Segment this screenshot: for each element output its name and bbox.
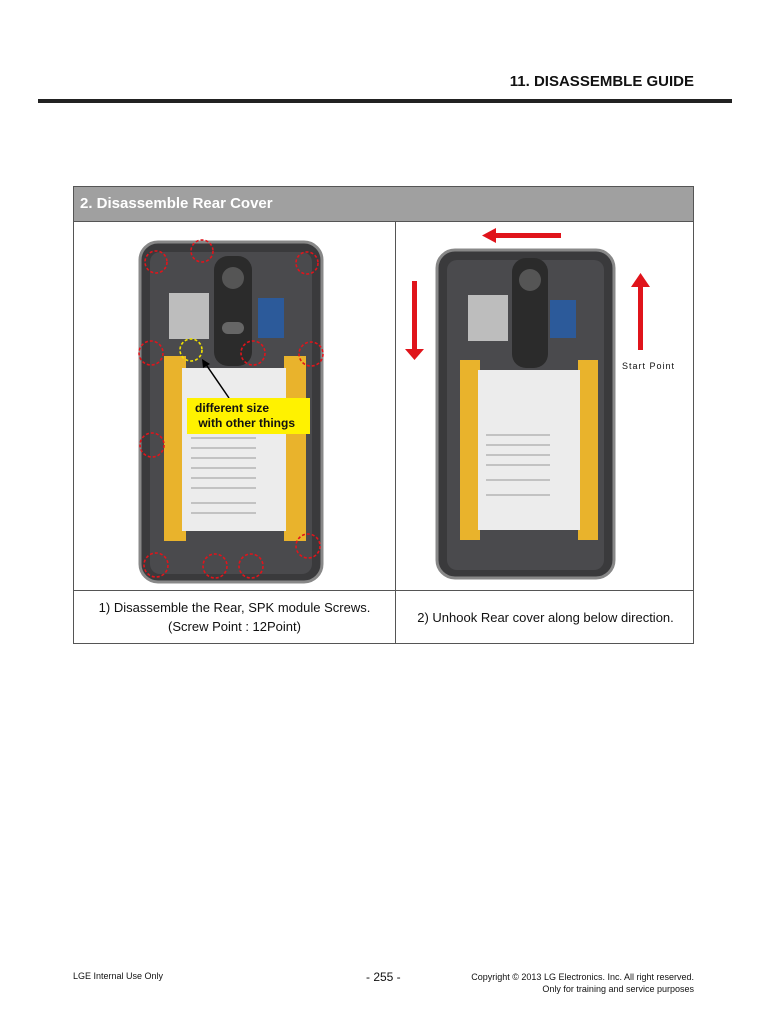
disassembly-table: 2. Disassemble Rear Cover 1) Disassemble… <box>73 186 694 644</box>
step-1-caption: 1) Disassemble the Rear, SPK module Scre… <box>74 591 395 643</box>
phone-unhook-photo <box>405 228 650 580</box>
copyright-text: Copyright © 2013 LG Electronics. Inc. Al… <box>471 972 694 982</box>
step-2-line1: 2) Unhook Rear cover along below directi… <box>417 609 674 625</box>
header-rule <box>38 99 732 103</box>
callout-line1: different size <box>195 401 270 415</box>
callout-arrow <box>204 362 230 399</box>
footer-internal: LGE Internal Use Only <box>73 971 164 981</box>
different-screw-marker <box>179 338 203 362</box>
step-1-line2: (Screw Point : 12Point) <box>168 619 301 634</box>
column-divider <box>395 221 396 643</box>
screw-markers <box>138 239 324 579</box>
row-divider <box>74 590 693 591</box>
table-title: 2. Disassemble Rear Cover <box>74 187 693 222</box>
different-size-callout: different size with other things <box>187 398 310 434</box>
callout-line2: with other things <box>198 416 295 430</box>
page-number: - 255 - <box>366 970 401 984</box>
step-2-caption: 2) Unhook Rear cover along below directi… <box>396 591 695 643</box>
training-note: Only for training and service purposes <box>542 984 694 994</box>
step-1-line1: 1) Disassemble the Rear, SPK module Scre… <box>98 600 371 615</box>
footer-copyright: Copyright © 2013 LG Electronics. Inc. Al… <box>471 971 694 995</box>
start-point-label: Start Point <box>622 361 676 371</box>
section-title: 11. DISASSEMBLE GUIDE <box>509 73 694 90</box>
direction-arrows <box>405 228 650 360</box>
